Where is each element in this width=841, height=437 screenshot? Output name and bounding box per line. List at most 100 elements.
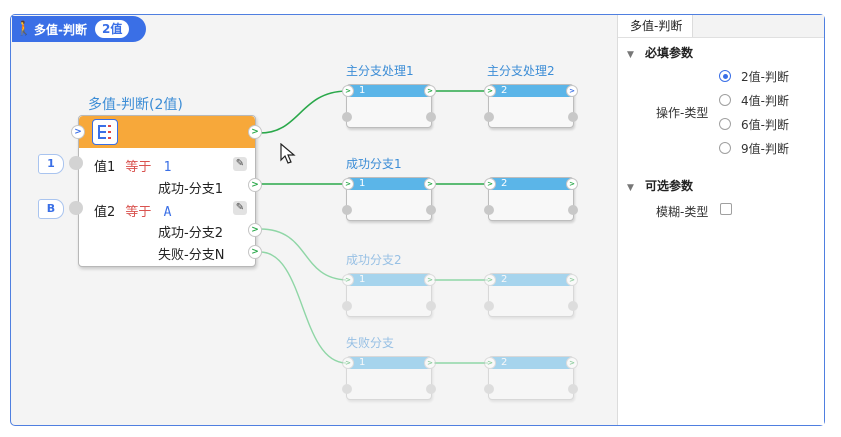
branch-node[interactable]: 2 > > (484, 356, 578, 400)
chevron-right-icon[interactable]: > (424, 274, 436, 286)
fuzzy-type-checkbox[interactable] (720, 203, 732, 215)
multi-value-judge-node[interactable] (78, 115, 256, 267)
input-port[interactable] (484, 384, 494, 394)
branch-list-icon (92, 119, 118, 145)
output-port[interactable] (568, 384, 578, 394)
chevron-right-icon[interactable]: > (342, 178, 354, 190)
chevron-right-icon[interactable]: > (484, 85, 496, 97)
radio-button[interactable] (719, 94, 731, 106)
success-branch1-port[interactable]: > (248, 178, 262, 192)
chevron-right-icon[interactable]: > (566, 357, 578, 369)
branch-node[interactable]: 1 > > (342, 84, 436, 128)
chevron-right-icon[interactable]: > (424, 85, 436, 97)
wire-success2 (259, 228, 347, 281)
branch-node[interactable]: 2 > > (484, 273, 578, 317)
input-port[interactable] (342, 301, 352, 311)
chevron-right-icon[interactable]: > (342, 85, 354, 97)
radio-option-2[interactable]: 2值-判断 (719, 67, 789, 85)
radio-option-6[interactable]: 6值-判断 (719, 115, 789, 133)
value1-tag[interactable]: 1 (38, 154, 64, 174)
input-port[interactable] (342, 205, 352, 215)
radio-label: 2值-判断 (741, 69, 789, 84)
tab-multi-value-judge[interactable]: 多值-判断 (618, 15, 694, 37)
branch-node[interactable]: 2 > > (484, 177, 578, 221)
chevron-right-icon[interactable]: > (424, 178, 436, 190)
radio-label: 6值-判断 (741, 117, 789, 132)
branch-title-main2: 主分支处理2 (487, 64, 555, 78)
collapse-triangle-icon[interactable]: ▼ (627, 183, 634, 193)
output-port[interactable] (426, 205, 436, 215)
edit-pencil-icon[interactable]: ✎ (233, 157, 247, 171)
chevron-right-icon[interactable]: > (566, 85, 578, 97)
branch-node-index: 2 (501, 357, 508, 368)
radio-option-4[interactable]: 4值-判断 (719, 91, 789, 109)
collapse-triangle-icon[interactable]: ▼ (627, 50, 634, 60)
fail-branch-port[interactable]: > (248, 245, 262, 259)
chevron-right-icon[interactable]: > (424, 357, 436, 369)
node-type-header[interactable]: 🚶 多值-判断 2值 (12, 16, 146, 42)
branch-node-index: 2 (501, 274, 508, 285)
success-branch2-port[interactable]: > (248, 223, 262, 237)
output-port[interactable] (426, 301, 436, 311)
required-section-label: 必填参数 (645, 46, 694, 60)
properties-panel: 多值-判断 (617, 15, 824, 425)
panel-tabbar: 多值-判断 (618, 15, 824, 38)
branch-title-success1: 成功分支1 (346, 157, 402, 171)
branch-node-index: 1 (359, 85, 366, 96)
radio-button[interactable] (719, 142, 731, 154)
required-section[interactable]: ▼ 必填参数 (627, 44, 693, 61)
walking-person-icon: 🚶 (15, 21, 33, 37)
value2-compare: A (163, 205, 172, 220)
value2-tag[interactable]: B (38, 199, 64, 219)
output-port[interactable] (568, 301, 578, 311)
node-title: 多值-判断(2值) (88, 97, 183, 113)
input-port[interactable] (484, 112, 494, 122)
branch-node-index: 1 (359, 178, 366, 189)
chevron-right-icon[interactable]: > (484, 178, 496, 190)
output-port[interactable] (568, 205, 578, 215)
chevron-right-icon[interactable]: > (566, 274, 578, 286)
branch-node[interactable]: 1 > > (342, 273, 436, 317)
branch-node[interactable]: 1 > > (342, 356, 436, 400)
radio-button[interactable] (719, 70, 731, 82)
branch-node-index: 2 (501, 85, 508, 96)
chevron-right-icon[interactable]: > (566, 178, 578, 190)
value2-input-port[interactable] (69, 201, 83, 215)
value2-operator: 等于 (125, 205, 152, 220)
optional-section[interactable]: ▼ 可选参数 (627, 177, 693, 194)
value1-compare: 1 (163, 160, 172, 175)
chevron-right-icon[interactable]: > (342, 274, 354, 286)
value1-operator: 等于 (125, 160, 152, 175)
main-output-port[interactable]: > (248, 125, 262, 139)
output-port[interactable] (426, 112, 436, 122)
input-port[interactable] (484, 301, 494, 311)
branch-node-index: 1 (359, 274, 366, 285)
chevron-right-icon[interactable]: > (484, 274, 496, 286)
node-header[interactable] (79, 116, 255, 148)
value1-input-port[interactable] (69, 156, 83, 170)
input-port[interactable] (342, 112, 352, 122)
wire-fail (259, 251, 347, 364)
value1-row: 值1 等于 1 (94, 156, 171, 175)
optional-section-label: 可选参数 (645, 179, 694, 193)
success-branch2-label: 成功-分支2 (158, 226, 223, 241)
chevron-right-icon[interactable]: > (71, 125, 85, 139)
count-badge: 2值 (94, 20, 130, 38)
radio-button[interactable] (719, 118, 731, 130)
value2-label: 值2 (94, 205, 116, 220)
output-port[interactable] (426, 384, 436, 394)
success-branch1-label: 成功-分支1 (158, 182, 223, 197)
edit-pencil-icon[interactable]: ✎ (233, 201, 247, 215)
value2-row: 值2 等于 A (94, 201, 171, 220)
branch-title-main1: 主分支处理1 (346, 64, 414, 78)
branch-node[interactable]: 1 > > (342, 177, 436, 221)
input-port[interactable] (484, 205, 494, 215)
radio-option-9[interactable]: 9值-判断 (719, 139, 789, 157)
op-type-label: 操作-类型 (656, 106, 709, 120)
chevron-right-icon[interactable]: > (342, 357, 354, 369)
output-port[interactable] (568, 112, 578, 122)
wire-main (259, 90, 347, 134)
input-port[interactable] (342, 384, 352, 394)
branch-node[interactable]: 2 > > (484, 84, 578, 128)
chevron-right-icon[interactable]: > (484, 357, 496, 369)
